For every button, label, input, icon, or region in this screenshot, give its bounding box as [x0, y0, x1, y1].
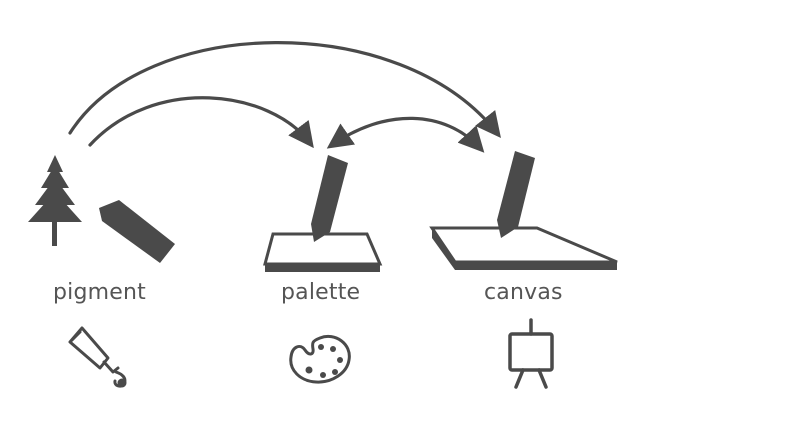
pine-tree-icon: [28, 155, 82, 246]
label-canvas: canvas: [484, 280, 563, 305]
arrow-pigment-to-canvas: [68, 41, 501, 139]
pen-icon: [497, 151, 535, 238]
paint-tube-icon: [68, 326, 127, 388]
palette-icon: [289, 335, 351, 384]
arrow-palette-canvas-bidirectional: [326, 116, 485, 153]
easel-icon: [508, 318, 554, 389]
label-pigment: pigment: [53, 280, 146, 305]
palette-board-icon: [263, 232, 383, 272]
crayon-stick-icon: [99, 200, 175, 263]
canvas-board-icon: [429, 226, 618, 270]
pen-icon: [311, 155, 348, 242]
label-palette: palette: [281, 280, 361, 305]
arrow-pigment-to-palette: [88, 96, 314, 149]
